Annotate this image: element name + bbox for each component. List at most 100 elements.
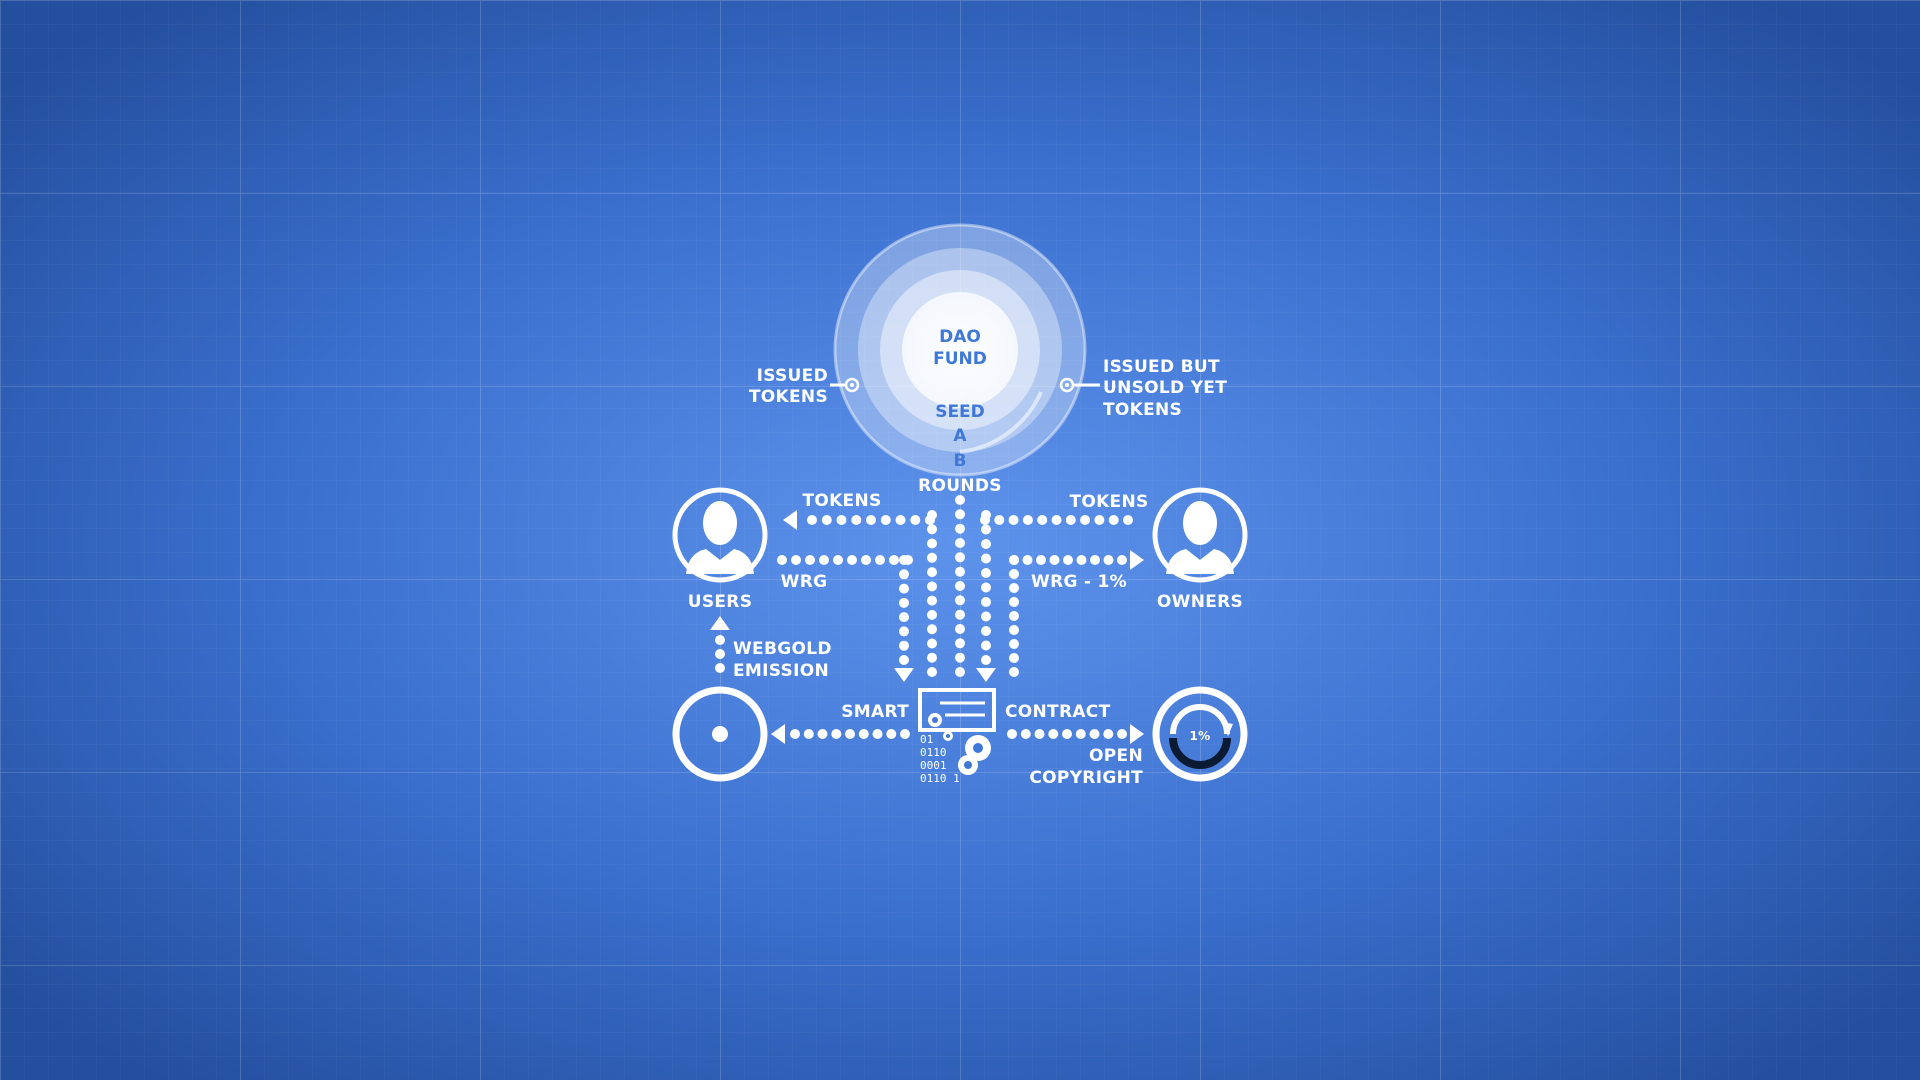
- flow-lines: [715, 495, 1133, 739]
- flow-dot: [861, 555, 871, 565]
- flow-dot: [955, 581, 965, 591]
- flow-dot: [899, 655, 909, 665]
- flow-dot: [875, 555, 885, 565]
- contract-to-copyright-arrow: [1130, 724, 1144, 744]
- flow-dot: [899, 555, 909, 565]
- flow-dot: [1009, 667, 1019, 677]
- unsold-tokens-line1: ISSUED BUT: [1103, 357, 1220, 377]
- flow-dot: [1080, 515, 1091, 525]
- binary-line-2: 0110: [920, 746, 947, 759]
- flow-dot: [899, 569, 909, 580]
- flow-dot: [803, 729, 814, 739]
- flow-dot: [1123, 515, 1133, 525]
- target-circle-icon: [712, 726, 728, 742]
- flow-dot: [791, 555, 801, 565]
- flow-dot: [1020, 729, 1031, 739]
- smart-label: SMART: [841, 702, 909, 722]
- flow-dot: [866, 515, 876, 525]
- round-b-label: B: [954, 451, 967, 471]
- flow-dot: [1090, 555, 1100, 565]
- dao-title-line2: FUND: [933, 349, 987, 369]
- flow-dot: [927, 538, 937, 549]
- flow-dot: [1009, 653, 1019, 663]
- binary-line-1: 01: [920, 733, 933, 746]
- flow-dot: [1009, 555, 1019, 565]
- flow-dot: [955, 652, 965, 663]
- flow-dot: [1117, 729, 1127, 739]
- flow-dot: [981, 611, 991, 622]
- flow-dot: [981, 640, 991, 651]
- tokens-right-label: TOKENS: [1069, 492, 1148, 512]
- flow-dot: [831, 729, 842, 739]
- flow-dot: [1022, 515, 1033, 525]
- flow-dot: [807, 515, 817, 525]
- flow-dot: [847, 555, 857, 565]
- user-icon: [1166, 501, 1234, 574]
- user-icon: [686, 501, 754, 574]
- tokens-flow-left: [807, 515, 935, 525]
- users-node: [672, 487, 768, 583]
- flow-dot: [955, 538, 965, 548]
- flow-dot: [955, 624, 965, 634]
- flow-dot: [1051, 515, 1062, 525]
- flow-dot: [955, 609, 965, 620]
- open-copyright-node: [1152, 686, 1248, 782]
- flow-dot: [981, 539, 991, 549]
- flow-dot: [1063, 555, 1073, 565]
- flow-dot: [981, 597, 991, 607]
- copyright-badge: 1%: [1190, 729, 1211, 743]
- binary-line-4: 0110 1: [920, 772, 960, 785]
- smart-contract-icon: [918, 688, 996, 775]
- tokens-to-users-arrow: [783, 510, 797, 530]
- flow-dot: [880, 515, 891, 525]
- issued-tokens-connector: [830, 377, 860, 393]
- refresh-percent-icon: [1169, 704, 1233, 769]
- flow-dot: [833, 555, 843, 565]
- flow-dot: [955, 523, 965, 534]
- flow-dot: [927, 624, 937, 635]
- dao-fund-rings: [833, 223, 1087, 477]
- flow-dot: [955, 595, 965, 606]
- flow-dot: [1037, 515, 1048, 525]
- open-label: OPEN: [1089, 746, 1143, 766]
- flow-dot: [715, 663, 725, 673]
- flow-dot: [1094, 515, 1105, 525]
- flow-dot: [994, 515, 1005, 525]
- round-seed-label: SEED: [935, 402, 985, 422]
- flow-dot: [1103, 729, 1114, 739]
- flow-dot: [1008, 515, 1019, 525]
- flow-dot: [790, 729, 800, 739]
- flow-dot: [872, 729, 883, 739]
- flow-dot: [899, 626, 909, 637]
- rounds-label: ROUNDS: [918, 476, 1002, 496]
- owners-label: OWNERS: [1157, 592, 1243, 612]
- flow-dot: [927, 609, 937, 620]
- users-label: USERS: [688, 592, 753, 612]
- flow-dot: [927, 581, 937, 592]
- flow-dot: [1009, 597, 1019, 607]
- down-inner-right: [981, 510, 991, 665]
- flow-dot: [889, 555, 899, 565]
- flow-dot: [1108, 515, 1119, 525]
- flow-dot: [927, 667, 937, 677]
- flow-dot: [715, 649, 725, 659]
- flow-dot: [955, 638, 965, 649]
- flow-dot: [1009, 583, 1019, 593]
- flow-dot: [715, 635, 725, 645]
- flow-dot: [899, 597, 909, 608]
- tokens-flow-right: [980, 515, 1133, 525]
- emission-up-arrow: [710, 616, 730, 630]
- flow-dot: [1048, 729, 1059, 739]
- owners-node: [1152, 487, 1248, 583]
- flow-dot: [981, 626, 991, 636]
- flow-dot: [777, 555, 787, 565]
- emission-flow: [715, 635, 725, 673]
- contract-to-webgold-arrow: [771, 724, 785, 744]
- flow-dot: [1009, 639, 1019, 649]
- unsold-tokens-line3: TOKENS: [1103, 400, 1182, 420]
- flow-dot: [1036, 555, 1046, 565]
- unsold-tokens-connector: [1059, 377, 1100, 393]
- flow-dot: [1065, 515, 1076, 525]
- flow-dot: [819, 555, 829, 565]
- flow-dot: [927, 552, 937, 563]
